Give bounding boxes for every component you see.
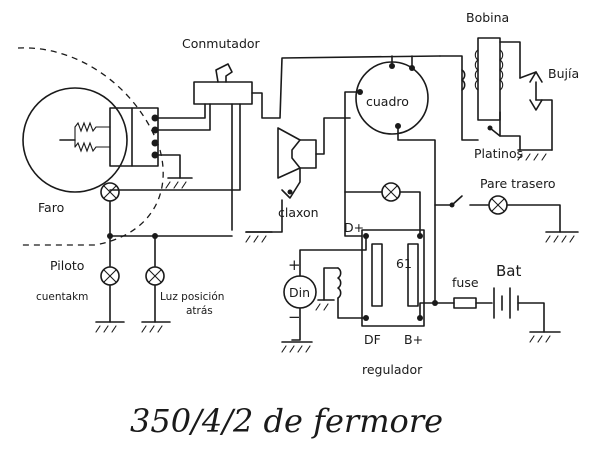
spark-plug-icon [529, 71, 543, 111]
claxon-label: claxon [278, 205, 319, 220]
faro-label: Faro [38, 200, 64, 215]
sixtyone-terminal-label: 61 [396, 256, 412, 271]
horn-icon [291, 139, 317, 169]
bobina-coil [477, 37, 501, 121]
regulador-label: regulador [362, 362, 423, 377]
dplus-terminal-label: D+ [344, 220, 364, 235]
bplus-terminal-label: B+ [404, 332, 423, 347]
low-beam-filament [74, 141, 111, 153]
high-beam-filament [74, 121, 111, 133]
headlight-housing-outline [17, 47, 164, 246]
switch-key-icon [215, 63, 233, 83]
dynamo-minus-label: − [288, 308, 301, 326]
headlight-lamp [22, 87, 128, 193]
luz-posicion-label: Luz posición [160, 291, 224, 303]
bobina-label: Bobina [466, 10, 509, 25]
cuadro-label: cuadro [366, 94, 409, 109]
fuse-label: fuse [452, 275, 479, 290]
conmutador-switch [193, 81, 253, 105]
atras-label: atrás [186, 305, 213, 317]
piloto-label: Piloto [50, 258, 84, 273]
platinos-label: Platinos [474, 146, 523, 161]
regulador-box [361, 229, 425, 327]
din-label: Din [289, 285, 310, 300]
fuse [453, 297, 477, 309]
diagram-caption: 350/4/2 de fermore [130, 402, 443, 440]
headlight-connector-block [109, 107, 159, 167]
bujia-label: Bujía [548, 66, 579, 81]
pare-trasero-label: Pare trasero [480, 176, 556, 191]
bat-label: Bat [496, 262, 521, 280]
dynamo-plus-label: + [288, 256, 301, 274]
df-terminal-label: DF [364, 332, 381, 347]
cuentakm-label: cuentakm [36, 291, 88, 303]
conmutador-label: Conmutador [182, 36, 261, 51]
